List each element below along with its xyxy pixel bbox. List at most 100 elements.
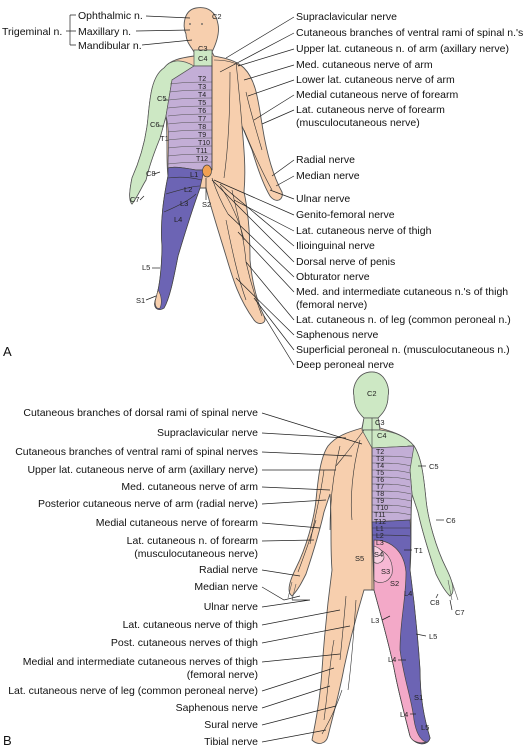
posterior-leader-lines bbox=[261, 412, 363, 743]
seg-c7-label: C7 bbox=[130, 195, 140, 204]
anterior-c5-c6-arm-zone bbox=[129, 60, 195, 205]
label-supraclavicular-b: Supraclavicular nerve bbox=[157, 427, 258, 439]
trigeminal-bracket bbox=[66, 14, 76, 46]
label-medial-cut-forearm: Medial cutaneous nerve of forearm bbox=[296, 89, 459, 101]
label-deep-peroneal: Deep peroneal nerve bbox=[296, 359, 394, 371]
label-med-int-thigh: Med. and intermediate cutaneous n.'s of … bbox=[296, 286, 508, 298]
posterior-hand-lines bbox=[287, 579, 459, 601]
seg-l1-label: L1 bbox=[190, 170, 198, 179]
seg-c5-label: C5 bbox=[429, 462, 439, 471]
label-post-cut-arm: Posterior cutaneous nerve of arm (radial… bbox=[38, 498, 258, 510]
seg-lumbar-label: L1 bbox=[376, 526, 384, 533]
label-lat-cut-thigh-b: Lat. cutaneous nerve of thigh bbox=[123, 619, 259, 631]
thoracic-labels-a: T2 T3 T4 T5 T6 T7 T8 T9 T10 T11 T12 bbox=[196, 76, 210, 163]
label-supraclavicular: Supraclavicular nerve bbox=[296, 11, 397, 23]
seg-s2-label: S2 bbox=[202, 200, 211, 209]
anterior-segment-ticks bbox=[139, 99, 207, 301]
label-obturator: Obturator nerve bbox=[296, 271, 370, 283]
seg-thoracic-label: T7 bbox=[198, 116, 206, 123]
seg-l5-label: L5 bbox=[142, 263, 150, 272]
posterior-segment-labels: C2 C3 C4 C5 C6 T1 C8 C7 T2 T3 T4 T5 T6 T… bbox=[355, 389, 465, 732]
label-sural: Sural nerve bbox=[204, 719, 258, 731]
anterior-thoracic-dividers bbox=[167, 81, 213, 165]
label-femoral-paren: (femoral nerve) bbox=[296, 299, 367, 311]
label-femoral-paren-b: (femoral nerve) bbox=[187, 669, 258, 681]
label-dorsal-penis: Dorsal nerve of penis bbox=[296, 256, 395, 268]
posterior-arm-zone bbox=[407, 445, 454, 597]
anterior-nerve-labels: Supraclavicular nerve Cutaneous branches… bbox=[296, 11, 523, 371]
thoracic-labels-b: T2 T3 T4 T5 T6 T7 T8 T9 T10 T11 T12 bbox=[374, 449, 388, 526]
seg-lumbar-label: L2 bbox=[376, 533, 384, 540]
label-med-cut-arm-b: Med. cutaneous nerve of arm bbox=[121, 481, 258, 493]
label-post-cut-thigh: Post. cutaneous nerves of thigh bbox=[111, 637, 258, 649]
label-ulnar-b: Ulnar nerve bbox=[204, 601, 258, 613]
seg-thoracic-label: T3 bbox=[198, 84, 206, 91]
seg-thoracic-label: T7 bbox=[376, 484, 384, 491]
posterior-segment-ticks bbox=[381, 465, 453, 715]
seg-s5-label: S5 bbox=[355, 554, 364, 563]
label-superficial-peroneal: Superficial peroneal n. (musculocutaneou… bbox=[296, 344, 510, 356]
label-med-cut-arm: Med. cutaneous nerve of arm bbox=[296, 59, 433, 71]
seg-c5-label: C5 bbox=[157, 94, 167, 103]
seg-thoracic-label: T11 bbox=[374, 512, 386, 519]
seg-thoracic-label: T12 bbox=[374, 519, 386, 526]
label-ulnar-a: Ulnar nerve bbox=[296, 193, 350, 205]
seg-l3-label: L3 bbox=[180, 199, 188, 208]
label-ilioinguinal: Ilioinguinal nerve bbox=[296, 240, 375, 252]
lumbar-labels-b: L1 L2 L3 bbox=[376, 526, 384, 547]
posterior-lumbar-dividers bbox=[371, 527, 411, 537]
seg-thoracic-label: T2 bbox=[198, 76, 206, 83]
seg-l4-label: L4 bbox=[174, 215, 182, 224]
seg-c2-label: C2 bbox=[212, 12, 222, 21]
trigeminal-maxillary-label: Maxillary n. bbox=[78, 26, 131, 38]
seg-l4c-label: L4 bbox=[400, 710, 408, 719]
label-median-b: Median nerve bbox=[194, 581, 258, 593]
label-dorsal-rami: Cutaneous branches of dorsal rami of spi… bbox=[23, 407, 258, 419]
trigeminal-ophthalmic-label: Ophthalmic n. bbox=[78, 10, 143, 22]
anterior-leader-lines bbox=[211, 16, 295, 366]
seg-s1-label: S1 bbox=[414, 693, 423, 702]
seg-thoracic-label: T5 bbox=[376, 470, 384, 477]
seg-s3-label: S3 bbox=[381, 567, 390, 576]
panel-b-letter: B bbox=[3, 733, 12, 748]
seg-l4-label: L4 bbox=[404, 589, 412, 598]
trigeminal-mandibular-label: Mandibular n. bbox=[78, 40, 142, 52]
label-medial-cut-forearm-b: Medial cutaneous nerve of forearm bbox=[96, 517, 259, 529]
label-radial-b: Radial nerve bbox=[199, 564, 258, 576]
seg-t1-label: T1 bbox=[160, 134, 169, 143]
label-radial-a: Radial nerve bbox=[296, 154, 355, 166]
seg-thoracic-label: T9 bbox=[376, 498, 384, 505]
label-lat-cut-thigh-a: Lat. cutaneous nerve of thigh bbox=[296, 225, 432, 237]
seg-thoracic-label: T12 bbox=[196, 156, 208, 163]
seg-c8-label: C8 bbox=[430, 598, 440, 607]
label-lat-cut-leg-a: Lat. cutaneous n. of leg (common peronea… bbox=[296, 314, 511, 326]
seg-c4-label: C4 bbox=[198, 54, 208, 63]
seg-l5-label: L5 bbox=[429, 632, 437, 641]
seg-c8-label: C8 bbox=[146, 169, 156, 178]
seg-thoracic-label: T8 bbox=[198, 124, 206, 131]
anterior-genital-zone bbox=[202, 164, 212, 178]
label-med-int-thigh-b: Medial and intermediate cutaneous nerves… bbox=[23, 656, 258, 668]
label-lower-lat-cut-arm: Lower lat. cutaneous nerve of arm bbox=[296, 74, 455, 86]
anterior-lumbar-dividers bbox=[163, 176, 203, 213]
label-lat-cut-forearm: Lat. cutaneous nerve of forearm bbox=[296, 104, 445, 116]
trigeminal-leaders bbox=[135, 15, 193, 46]
seg-t1-label: T1 bbox=[414, 546, 423, 555]
seg-l5b-label: L5 bbox=[421, 723, 429, 732]
seg-thoracic-label: T8 bbox=[376, 491, 384, 498]
seg-c3-label: C3 bbox=[198, 44, 208, 53]
seg-c7-label: C7 bbox=[455, 608, 465, 617]
seg-c3-label: C3 bbox=[375, 418, 385, 427]
posterior-thoracic-dividers bbox=[371, 455, 413, 516]
seg-thoracic-label: T6 bbox=[376, 477, 384, 484]
seg-thoracic-label: T10 bbox=[376, 505, 388, 512]
label-axillary-b: Upper lat. cutaneous nerve of arm (axill… bbox=[27, 464, 258, 476]
anterior-s1-strip bbox=[154, 289, 162, 309]
label-lat-cut-leg-b: Lat. cutaneous nerve of leg (common pero… bbox=[8, 685, 258, 697]
trigeminal-group-label: Trigeminal n. bbox=[2, 26, 62, 38]
anterior-nerve-boundaries bbox=[211, 56, 273, 317]
seg-lumbar-label: L3 bbox=[376, 540, 384, 547]
seg-l2-label: L2 bbox=[184, 185, 192, 194]
seg-l4b-label: L4 bbox=[388, 655, 396, 664]
panel-a-letter: A bbox=[3, 344, 12, 359]
